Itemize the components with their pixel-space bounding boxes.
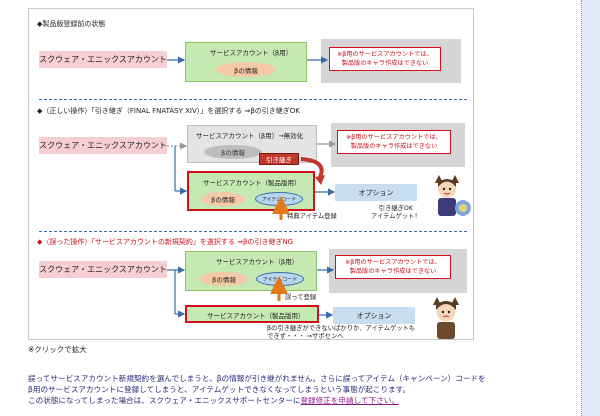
section2-result: 引き継ぎOK アイテムゲット！ [371, 205, 421, 221]
section3-title: ◆（誤った操作）「サービスアカウントの新規契約」を選択する ⇒βの引き継ぎNG [37, 238, 294, 246]
section2-title: ◆（正しい操作）「引き継ぎ（FINAL FNATASY XIV）」を選択する ⇒… [37, 107, 300, 115]
section2-square-enix-account: スクウェア・エニックスアカウント [39, 137, 167, 154]
section3-service-beta-label: サービスアカウント（β用） [216, 258, 299, 266]
section3-warning-line1: ※β用のサービスアカウントでは、 [345, 259, 441, 266]
paragraph-line3: この状態になってしまった場合は、スクウェア・エニックスサポートセンターに登録修正… [28, 395, 528, 406]
section2-service-account-beta-disabled: サービスアカウント（β用）→無効化 βの情報 [187, 125, 317, 163]
section1-square-enix-account: スクウェア・エニックスアカウント [39, 51, 167, 68]
section3-option: オプション [333, 307, 415, 324]
section2-service-product-label: サービスアカウント（製品版用） [203, 179, 301, 187]
section1-service-account-beta: サービスアカウント（β用） βの情報 [185, 42, 307, 82]
paragraph-line3-text: この状態になってしまった場合は、スクウェア・エニックスサポートセンターに [28, 396, 301, 405]
section3-result-line1: βの引き継ぎができないばかりか、アイテムゲットも [267, 325, 416, 332]
section1-warning-line1: ※β用のサービスアカウントでは、 [337, 51, 433, 58]
section2-option: オプション [335, 184, 417, 201]
section1-warning: ※β用のサービスアカウントでは、 製品版のキャラ作成はできない [329, 47, 441, 71]
section2-warning-line2: 製品版のキャラ作成はできない [350, 143, 438, 150]
section3-service-product-label: サービスアカウント（製品版用） [207, 312, 305, 320]
section-divider-2 [39, 231, 467, 232]
section3-service-account-product: サービスアカウント（製品版用） [185, 305, 319, 323]
section3-beta-info: βの情報 [200, 272, 248, 286]
section2-handover-badge: 引き継ぎ [259, 153, 299, 165]
section1-title: ◆製品版登録前の状態 [37, 20, 106, 28]
section3-warning-line2: 製品版のキャラ作成はできない [349, 268, 437, 275]
diagram-arrows [167, 56, 337, 319]
right-sidebar [583, 0, 600, 416]
section3-mistake-label: 誤って登録 [285, 294, 317, 301]
character-sad-icon [433, 297, 459, 339]
enlarge-caption: ※クリックで拡大 [28, 345, 87, 354]
section1-service-label: サービスアカウント（β用） [210, 49, 293, 57]
section3-result: βの引き継ぎができないばかりか、アイテムゲットも できず・・・ ⇒サポセンへ [267, 325, 415, 341]
section2-warning-line1: ※β用のサービスアカウントでは、 [346, 134, 442, 141]
section2-beta-info-disabled: βの情報 [204, 145, 262, 159]
section2-bonus-item: 特典アイテム登録 [287, 213, 337, 220]
page-content: ◆製品版登録前の状態 スクウェア・エニックスアカウント サービスアカウント（β用… [0, 0, 582, 416]
section2-warning: ※β用のサービスアカウントでは、 製品版のキャラ作成はできない [337, 130, 451, 154]
section1-warning-line2: 製品版のキャラ作成はできない [341, 60, 429, 67]
paragraph-line1: 誤ってサービスアカウント新規契約を選んでしまうと、βの情報が引き継がれません。さ… [28, 374, 486, 383]
diagram-figure[interactable]: ◆製品版登録前の状態 スクウェア・エニックスアカウント サービスアカウント（β用… [28, 8, 474, 340]
explanation-paragraph: 誤ってサービスアカウント新規契約を選んでしまうと、βの情報が引き継がれません。さ… [28, 373, 528, 406]
section3-result-line2: できず・・・ ⇒サポセンへ [267, 333, 344, 340]
section2-product-beta-info: βの情報 [201, 192, 245, 206]
section3-warning: ※β用のサービスアカウントでは、 製品版のキャラ作成はできない [335, 255, 451, 279]
section2-result-line1: 引き継ぎOK [378, 205, 414, 212]
section3-square-enix-account: スクウェア・エニックスアカウント [39, 261, 167, 278]
section-divider-1 [39, 99, 467, 100]
registration-fix-link[interactable]: 登録修正を申請して下さい。 [300, 396, 399, 405]
section2-result-line2: アイテムゲット！ [371, 213, 421, 220]
item-icon [455, 200, 471, 216]
character-happy-icon [435, 175, 459, 216]
paragraph-line2: β用のサービスアカウントに登録してしまうと、アイテムゲットできなくなってしまうと… [28, 385, 411, 394]
section2-service-beta-label: サービスアカウント（β用）→無効化 [196, 132, 304, 140]
section1-beta-info: βの情報 [216, 62, 276, 77]
